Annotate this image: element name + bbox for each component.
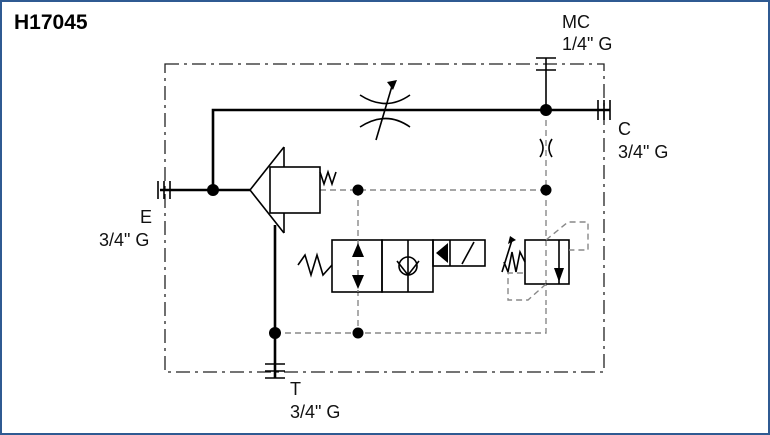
pressure-relief-valve-icon [501,221,589,301]
port-mc-symbol [536,57,556,71]
main-line-top [211,108,610,190]
port-c-symbol [597,100,611,120]
junction-dot [540,184,552,196]
port-e-symbol [157,181,171,199]
port-t-size: 3/4" G [290,402,340,422]
port-c-size: 3/4" G [618,142,668,162]
port-t-name: T [290,379,301,399]
junction-dot [352,327,364,339]
port-c-name: C [618,119,631,139]
port-mc-name: MC [562,12,590,32]
fixed-orifice-icon [539,138,553,158]
pilot-line-lower [275,305,547,334]
junction-dots [207,104,552,339]
diagram-title: H17045 [14,11,88,34]
pressure-compensator-icon [248,146,337,234]
junction-dot [207,184,219,196]
adjustable-throttle-icon [359,80,411,141]
port-e-name: E [140,207,152,227]
solenoid-directional-valve-icon [297,239,486,293]
manifold-body-outline [164,63,605,373]
port-mc-size: 1/4" G [562,34,612,54]
port-t-symbol [265,363,285,379]
port-e-size: 3/4" G [99,230,149,250]
junction-dot [352,184,364,196]
junction-dot [540,104,552,116]
junction-dot [269,327,281,339]
